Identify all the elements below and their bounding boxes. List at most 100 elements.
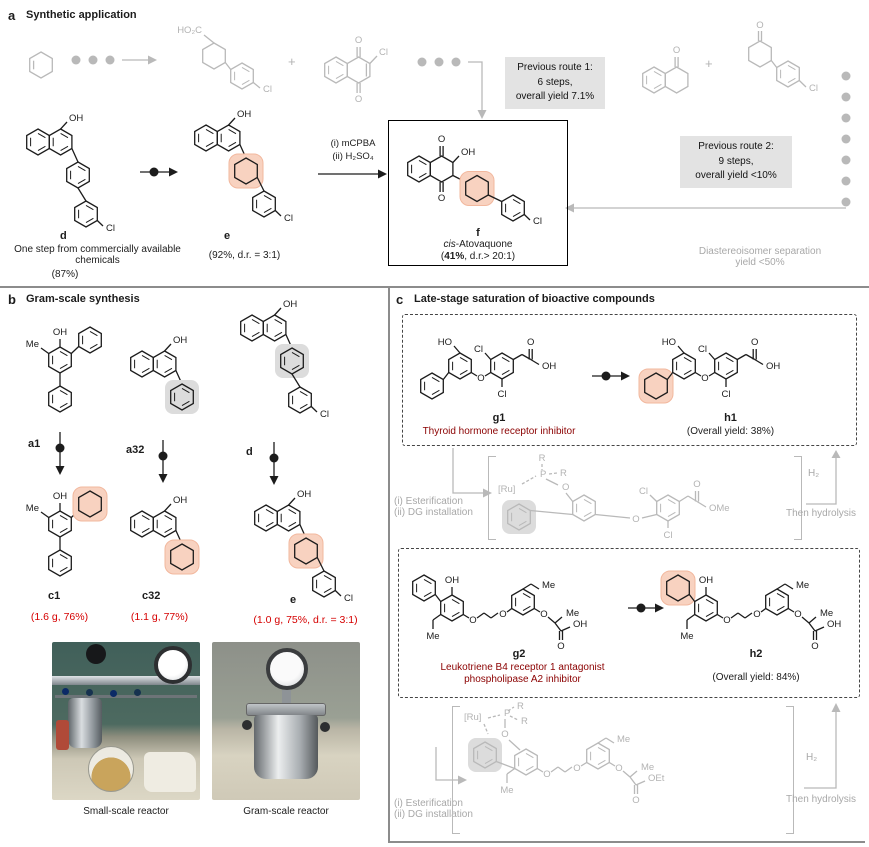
svg-text:Cl: Cl [498, 389, 507, 400]
h1-yield: (Overall yield: 38%) [686, 426, 775, 437]
h2-label: H₂ [806, 752, 818, 763]
svg-text:[Ru]: [Ru] [464, 712, 481, 723]
svg-text:O: O [751, 337, 758, 348]
svg-text:OH: OH [461, 147, 475, 158]
svg-text:O: O [794, 609, 801, 620]
g1-bioactivity: Thyroid hormone receptor inhibitor [422, 426, 576, 437]
svg-text:O: O [756, 20, 763, 31]
svg-text:O: O [355, 94, 362, 105]
svg-text:O: O [723, 615, 730, 626]
valve-knob-icon [86, 644, 106, 664]
svg-text:Cl: Cl [320, 409, 329, 420]
compound-a1-structure: OH Me [26, 326, 102, 413]
svg-text:O: O [701, 373, 708, 384]
svg-text:Me: Me [542, 580, 555, 591]
svg-text:O: O [438, 134, 445, 145]
panel-c-title: Late-stage saturation of bioactive compo… [414, 293, 655, 305]
conditions-arrow: (i) mCPBA (ii) H₂SO₄ [318, 138, 387, 179]
svg-text:Me: Me [617, 734, 630, 745]
valve-handles-icon [62, 688, 69, 695]
hydrogenation-elbow-arrow [806, 450, 841, 505]
panel-c-label: c [396, 292, 404, 307]
yield-c1: (1.6 g, 76%) [30, 611, 89, 623]
autoclave-body [254, 715, 318, 779]
svg-text:OMe: OMe [709, 503, 730, 514]
one-step-arrow [628, 603, 664, 613]
compound-e-yield: (92%, d.r. = 3:1) [208, 250, 281, 261]
previous-route-2-box: Previous route 2: 9 steps, overall yield… [680, 136, 792, 188]
one-step-down-arrow [269, 442, 279, 485]
svg-text:(i) mCPBA: (i) mCPBA [331, 138, 377, 149]
svg-text:OH: OH [699, 575, 713, 586]
svg-text:Me: Me [641, 762, 654, 773]
ketone-structure: O Cl [748, 20, 818, 94]
svg-text:Me: Me [26, 339, 39, 350]
svg-text:Cl: Cl [106, 223, 115, 234]
svg-text:(ii) H₂SO₄: (ii) H₂SO₄ [332, 151, 373, 162]
svg-text:Cl: Cl [809, 83, 818, 94]
svg-text:OH: OH [69, 113, 83, 124]
compound-e-label-b: e [290, 594, 297, 606]
plus-sign: + [288, 54, 296, 69]
atovaquone-box: O O OH Cl f cis-Atovaquone (41%, d.r.> 2… [388, 120, 568, 266]
svg-text:OH: OH [297, 489, 311, 500]
svg-text:O: O [557, 641, 564, 652]
compound-d-label-b: d [246, 446, 253, 458]
small-reactor-caption: Small-scale reactor [83, 806, 169, 817]
compound-e-label: e [224, 230, 231, 242]
svg-text:OH: OH [445, 575, 459, 586]
svg-text:O: O [615, 763, 622, 774]
ru-intermediate-2: [Ru] P R R O Me O O Me O Me O [464, 701, 665, 806]
svg-text:O: O [527, 337, 534, 348]
svg-text:Me: Me [26, 503, 39, 514]
compound-d-yield: (87%) [51, 269, 79, 280]
plus-sign: + [705, 56, 713, 71]
gram-scale-reactor-photo [212, 642, 360, 800]
compound-d-note2: chemicals [75, 255, 120, 266]
compound-f-label: f [476, 227, 480, 239]
compound-d-structure-b: OH Cl [240, 299, 329, 420]
esterification-elbow-arrow [435, 747, 467, 785]
svg-text:Cl: Cl [698, 344, 707, 355]
svg-text:O: O [477, 373, 484, 384]
compound-g1-label: g1 [492, 412, 506, 424]
small-scale-reactor-photo [52, 642, 200, 800]
cyclohexene-structure [29, 51, 53, 79]
compound-a1-label: a1 [28, 438, 41, 450]
compound-c32-label: c32 [142, 590, 161, 602]
compound-a32-structure: OH [130, 335, 199, 414]
ru-intermediate-1: [Ru] P R R O O Cl Cl O OMe [498, 453, 730, 541]
compound-c32-structure: OH [130, 495, 200, 575]
hydrogenation-elbow-arrow [804, 703, 841, 789]
svg-text:Me: Me [796, 580, 809, 591]
reactor-flange [246, 703, 326, 716]
bracket-left [488, 456, 496, 540]
svg-text:O: O [438, 193, 445, 204]
manifold-pipe [52, 676, 200, 685]
svg-text:Me: Me [566, 608, 579, 619]
multistep-dots-arrow [71, 55, 157, 65]
reactor-vessel [68, 698, 102, 748]
compound-a32-label: a32 [126, 444, 145, 456]
svg-text:O: O [469, 615, 476, 626]
h2-label: H₂ [808, 468, 820, 479]
clamp [56, 720, 69, 750]
svg-text:OH: OH [283, 299, 297, 310]
svg-text:R: R [539, 453, 546, 464]
svg-text:O: O [540, 609, 547, 620]
compound-f-name: cis-Atovaquone [443, 239, 513, 250]
svg-text:P: P [504, 708, 510, 719]
divider-horizontal [0, 286, 869, 288]
yield-c32: (1.1 g, 77%) [130, 611, 189, 623]
svg-text:O: O [753, 609, 760, 620]
svg-text:P: P [540, 469, 546, 480]
compound-h2-label: h2 [749, 648, 763, 660]
compound-e-structure-b: OH Cl [254, 489, 353, 604]
svg-text:R: R [560, 468, 567, 479]
compound-d-note: One step from commercially available [14, 244, 181, 255]
svg-text:Cl: Cl [474, 344, 483, 355]
svg-text:Me: Me [426, 631, 439, 642]
svg-text:Cl: Cl [344, 593, 353, 604]
h2-yield: (Overall yield: 84%) [712, 672, 800, 683]
